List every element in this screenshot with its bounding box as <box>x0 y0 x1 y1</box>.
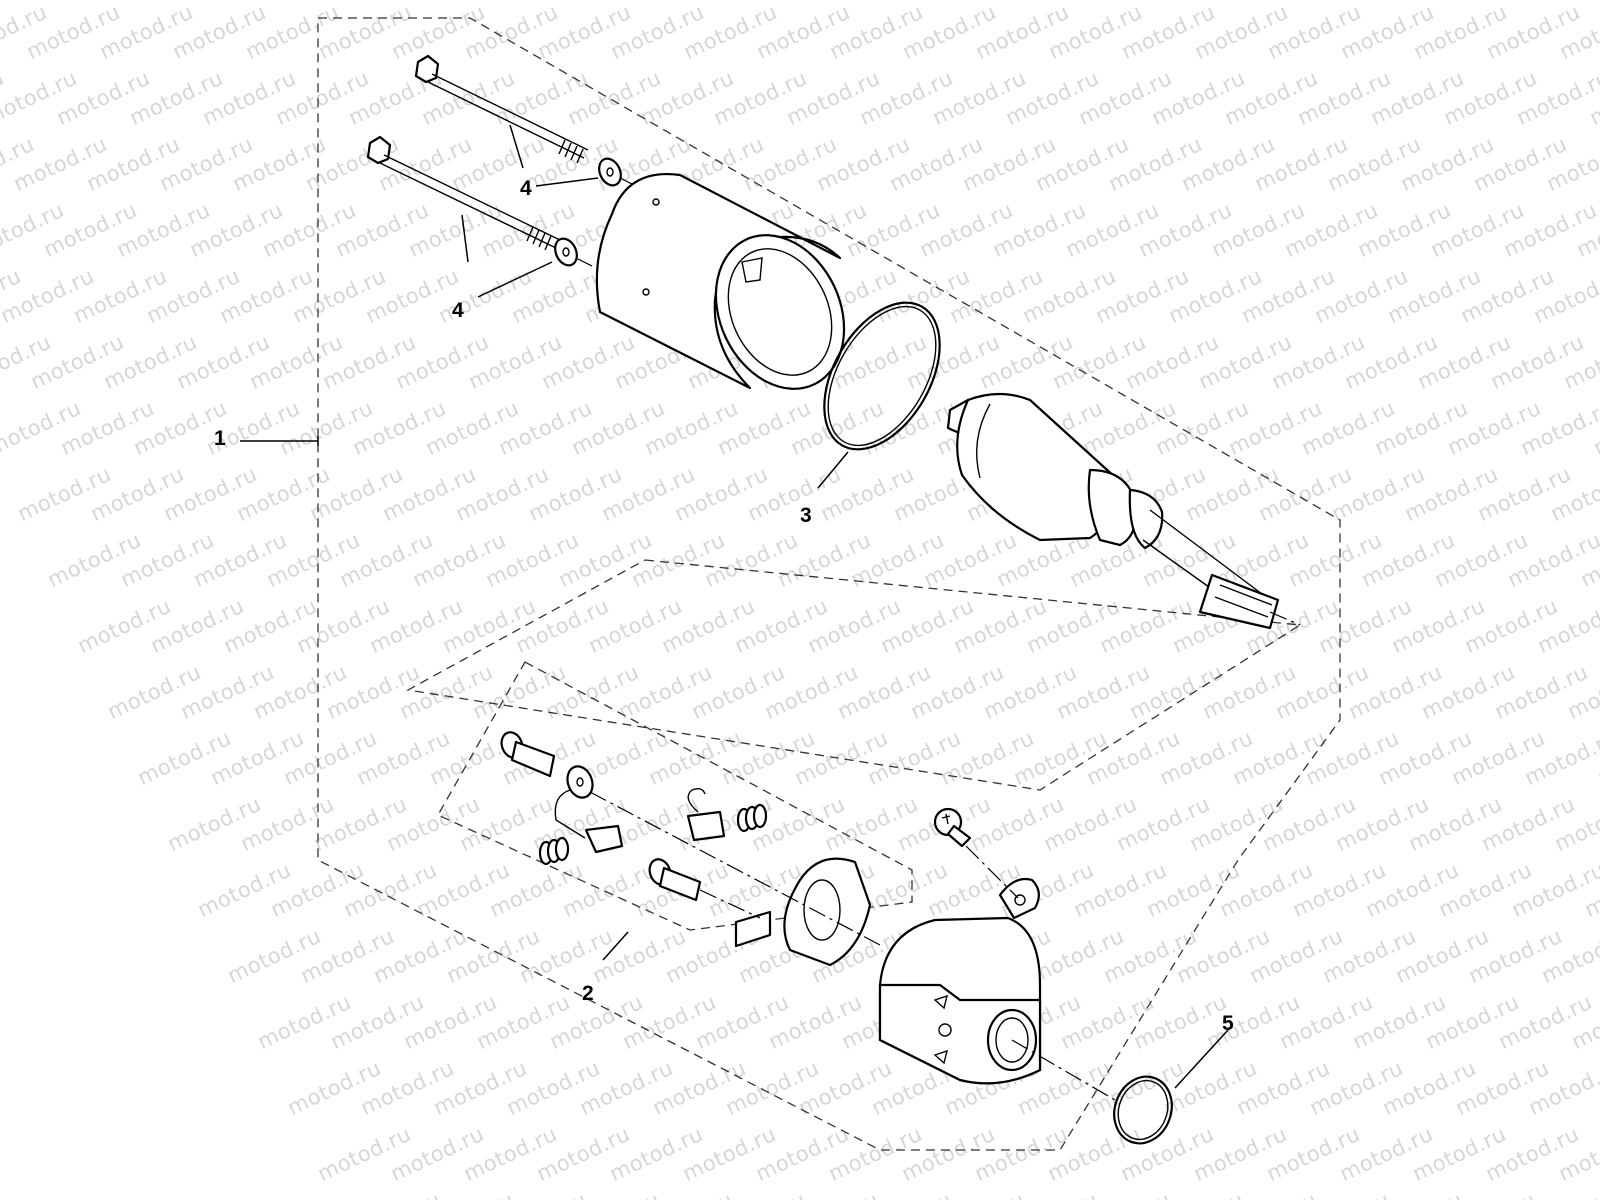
o-ring-5 <box>1113 1075 1173 1145</box>
callout-4b: 4 <box>452 299 464 322</box>
brush-terminal-lead <box>554 765 624 854</box>
brush-set-2-boundary <box>437 661 913 931</box>
through-bolt-upper <box>414 54 589 164</box>
washer-lower <box>554 237 578 267</box>
armature-group-boundary <box>406 559 1302 791</box>
callout-2: 2 <box>582 982 594 1005</box>
callout-1: 1 <box>214 427 226 450</box>
brush-holder-plate <box>734 857 872 967</box>
brush-spring-right <box>736 803 768 833</box>
callout-2-leader <box>602 931 629 961</box>
end-cover <box>878 877 1042 1085</box>
terminal-screw <box>933 807 972 848</box>
callout-3: 3 <box>800 504 812 527</box>
callout-4b-leader <box>461 214 553 298</box>
armature <box>946 392 1301 630</box>
through-bolt-lower <box>366 135 561 251</box>
o-ring-3 <box>823 301 941 451</box>
brush-screw-upper <box>500 731 556 778</box>
callout-5: 5 <box>1222 1012 1234 1035</box>
brush-right <box>686 787 726 842</box>
callout-5-leader <box>1174 1029 1229 1089</box>
brush-spring-left <box>538 836 570 866</box>
brush-screw-lower <box>648 858 702 902</box>
callout-3-leader <box>817 451 849 489</box>
yoke-housing <box>595 173 846 390</box>
callout-4a-leader <box>509 124 599 187</box>
washer-upper <box>598 157 622 187</box>
assembly-1-boundary <box>317 17 1341 1151</box>
callout-4a: 4 <box>520 177 532 200</box>
